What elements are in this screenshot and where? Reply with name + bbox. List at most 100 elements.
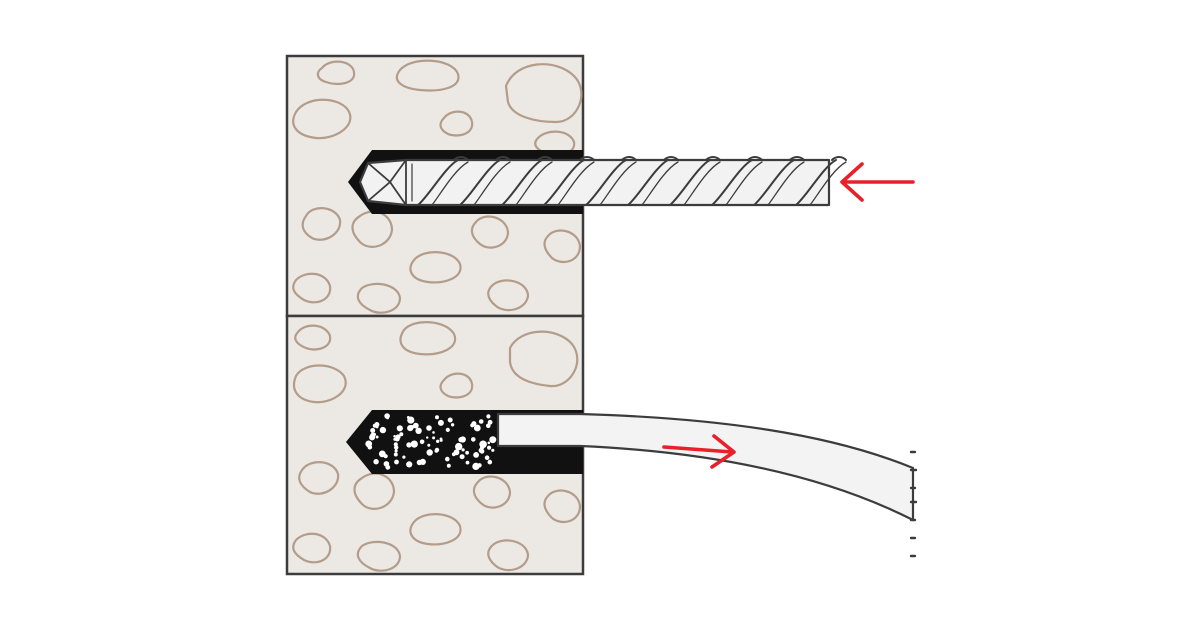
drill-flute-crest: [495, 156, 511, 161]
dust-particle: [432, 431, 435, 434]
drill-flute-edge: [515, 161, 553, 206]
dust-particle: [426, 436, 429, 439]
dust-particle: [465, 460, 470, 465]
dust-particle: [416, 459, 423, 466]
dust-particle: [465, 450, 469, 455]
drill-flute-crest: [621, 156, 637, 161]
dust-particle: [478, 419, 484, 424]
dust-particle: [432, 436, 436, 440]
drill-flute-crest: [663, 156, 679, 161]
aggregate-stones-bottom: [292, 321, 582, 572]
drill-flute-edge: [543, 159, 585, 206]
dust-particle: [436, 439, 440, 443]
dust-particle: [487, 419, 493, 425]
dust-particle: [407, 425, 414, 432]
dust-particle: [395, 434, 401, 440]
blow-out-hose-icon: [496, 412, 918, 558]
dust-particle: [446, 463, 451, 468]
drill-flute-edge: [599, 161, 637, 206]
dust-particle: [370, 428, 376, 433]
dust-particle: [459, 454, 465, 460]
drill-flute-edge: [683, 161, 721, 206]
dust-particle: [406, 416, 410, 419]
dust-particle: [374, 460, 378, 464]
drill-flute-edge: [417, 159, 459, 206]
drilling-dust: [365, 413, 497, 470]
dust-particle: [370, 432, 375, 438]
dust-particle: [461, 448, 465, 452]
dust-particle: [447, 417, 453, 423]
dust-particle: [473, 452, 479, 458]
drilling-panel: [285, 54, 915, 318]
dust-particle: [480, 445, 485, 450]
dust-particle: [412, 422, 419, 429]
dust-particle: [470, 423, 475, 428]
drill-insert-arrow: [840, 162, 915, 202]
drill-flute-crest: [705, 156, 721, 161]
dust-particle: [375, 435, 379, 439]
dust-particle: [367, 444, 373, 450]
dust-particle: [394, 449, 398, 453]
drill-flute-crest: [831, 156, 847, 161]
drill-flute-edge: [753, 159, 795, 206]
dust-particle: [383, 461, 390, 467]
dust-particle: [396, 425, 403, 432]
dust-particle: [434, 447, 440, 453]
dust-particle: [378, 450, 386, 458]
dust-particle: [487, 445, 492, 450]
dust-particle: [375, 425, 379, 429]
dust-particle: [426, 425, 432, 431]
dust-particle: [471, 437, 476, 442]
dust-particle: [445, 427, 450, 432]
dust-particle: [406, 442, 412, 448]
dust-particle: [379, 426, 387, 434]
blow-out-arrow: [662, 434, 736, 469]
dust-particle: [399, 432, 404, 437]
dust-particle: [437, 419, 444, 426]
drill-flute-edge: [473, 161, 511, 206]
drill-flute-edge: [725, 161, 763, 206]
drill-flute-edge: [809, 161, 847, 206]
drill-flute-crest: [747, 156, 763, 161]
drill-flute-edge: [585, 159, 627, 206]
drill-flute-edge: [669, 159, 711, 206]
drill-flute-crest: [537, 156, 553, 161]
dust-particle: [450, 423, 455, 427]
drill-flute-edge: [641, 161, 679, 206]
dust-particle: [473, 424, 481, 432]
dust-particle: [419, 439, 425, 445]
dust-particle: [393, 438, 397, 441]
drill-flute-edge: [627, 159, 669, 206]
dust-particle: [427, 443, 431, 447]
drill-flute-edge: [459, 159, 501, 206]
dust-particle: [406, 461, 413, 468]
cleaning-panel: [285, 314, 918, 576]
drill-flute-edge: [767, 161, 805, 206]
dust-particle: [489, 436, 497, 444]
dust-particle: [435, 415, 439, 420]
drill-flute-edge: [431, 161, 469, 206]
dust-particle: [486, 423, 491, 429]
aggregate-stones-top: [292, 59, 583, 314]
dust-particle: [479, 448, 485, 454]
dust-particle: [402, 455, 406, 459]
dust-particle: [426, 449, 433, 456]
dust-particle: [458, 437, 464, 443]
masonry-drill-bit-icon: [358, 156, 847, 207]
drill-flute-edge: [795, 159, 837, 206]
drill-flute-crest: [789, 156, 805, 161]
dust-particle: [491, 448, 495, 452]
drill-flute-edge: [501, 159, 543, 206]
dust-particle: [477, 463, 482, 468]
dust-particle: [445, 456, 450, 462]
dust-particle: [393, 435, 396, 438]
dust-particle: [394, 459, 399, 465]
dust-particle: [439, 438, 443, 442]
dust-particle: [374, 422, 380, 427]
dust-particle: [487, 441, 491, 445]
drill-flute-edge: [711, 159, 753, 206]
dust-particle: [453, 449, 460, 456]
dust-particle: [393, 452, 398, 457]
drill-flute-crest: [453, 156, 469, 161]
